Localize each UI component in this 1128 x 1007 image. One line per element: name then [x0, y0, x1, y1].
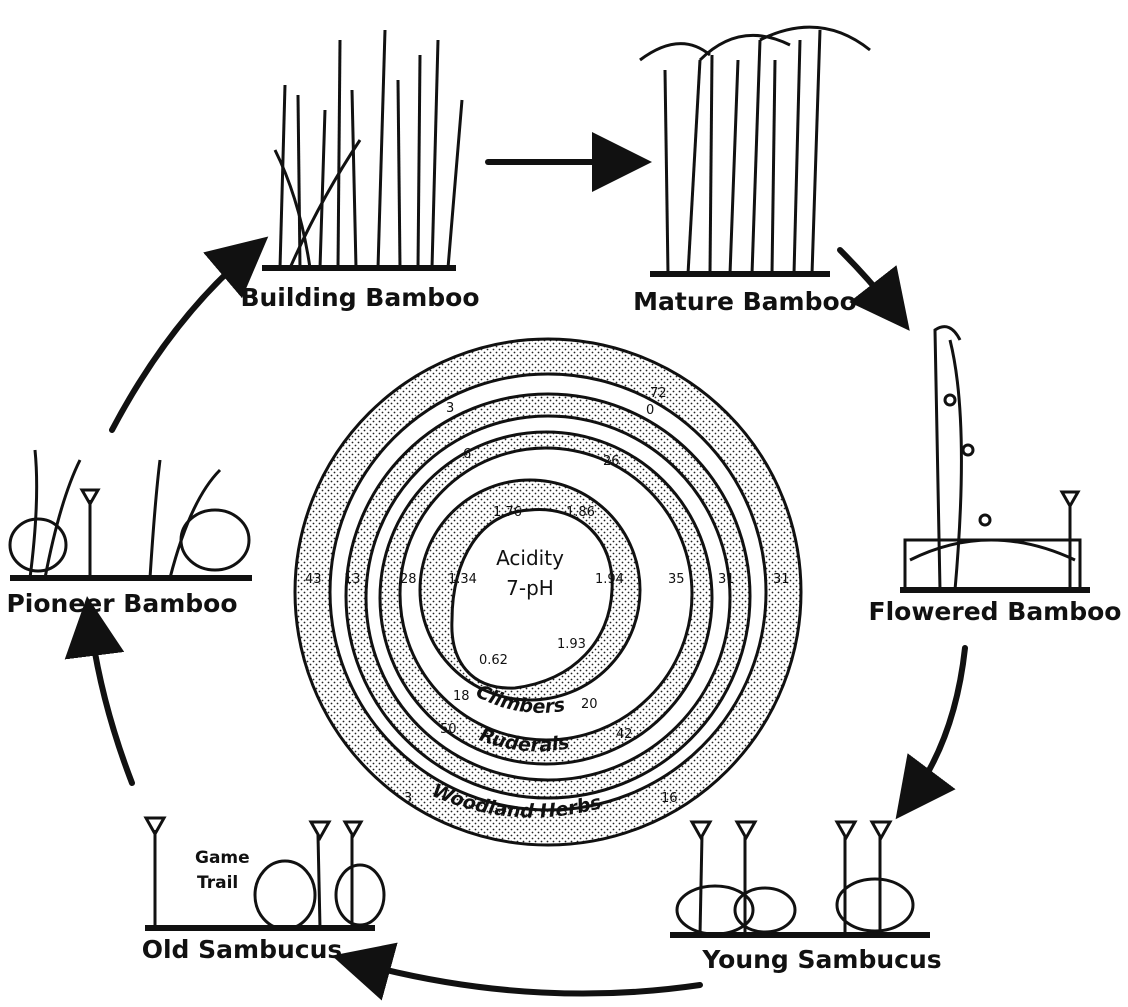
- flowered-bamboo-label: Flowered Bamboo: [869, 597, 1122, 626]
- arrow-mature-to-flowered: [837, 247, 910, 331]
- arrow-flowered-to-young: [895, 645, 968, 820]
- building-bamboo-label: Building Bamboo: [240, 283, 479, 312]
- game-trail-label-line1: Game: [195, 848, 250, 868]
- arrow-old-to-pioneer: [64, 596, 135, 786]
- mature-bamboo-illustration: [639, 25, 871, 277]
- ruderals-value: 50: [440, 722, 457, 737]
- herbs-value: 43: [305, 572, 322, 587]
- acidity-value: 1.86: [566, 505, 595, 520]
- ruderals-value: 26: [603, 454, 620, 469]
- herbs-value: 31: [773, 572, 790, 587]
- herbs-value: 0: [646, 403, 654, 418]
- young-sambucus-illustration: [670, 820, 930, 938]
- herbs-value: 72: [650, 386, 667, 401]
- building-bamboo-illustration: [262, 29, 464, 271]
- flowered-bamboo-illustration: [900, 325, 1090, 593]
- ruderals-value: 6: [463, 447, 471, 462]
- ruderals-value: 42: [616, 727, 633, 742]
- herbs-value: 16: [661, 791, 678, 806]
- acidity-value: 1.93: [557, 637, 586, 652]
- acidity-core: [450, 508, 614, 690]
- mature-bamboo-label: Mature Bamboo: [633, 287, 857, 316]
- concentric-ring-chart: [293, 337, 803, 847]
- arrow-pioneer-to-building: [109, 236, 269, 433]
- herbs-value: 3: [446, 401, 454, 416]
- climbers-value: 20: [581, 697, 598, 712]
- pioneer-bamboo-illustration: [8, 449, 252, 581]
- climbers-value: 28: [400, 572, 417, 587]
- arrow-young-to-old: [331, 942, 703, 1001]
- climbers-value: 35: [668, 572, 685, 587]
- pioneer-bamboo-label: Pioneer Bamboo: [6, 589, 237, 618]
- acidity-value: 1.76: [493, 505, 522, 520]
- ruderals-value: 31: [718, 572, 735, 587]
- ph-label: 7-pH: [506, 576, 554, 600]
- game-trail-label-line2: Trail: [197, 873, 238, 893]
- young-sambucus-label: Young Sambucus: [701, 945, 941, 974]
- acidity-value: 1.94: [595, 572, 624, 587]
- climbers-value: 18: [453, 689, 470, 704]
- old-sambucus-label: Old Sambucus: [142, 935, 343, 964]
- herbs-value: 3: [404, 791, 412, 806]
- acidity-label: Acidity: [496, 546, 564, 570]
- acidity-value: 1.34: [448, 572, 477, 587]
- ruderals-value: 13: [344, 572, 361, 587]
- old-sambucus-illustration: [143, 816, 386, 931]
- acidity-value: 0.62: [479, 653, 508, 668]
- cycle-arrows: [64, 132, 968, 1001]
